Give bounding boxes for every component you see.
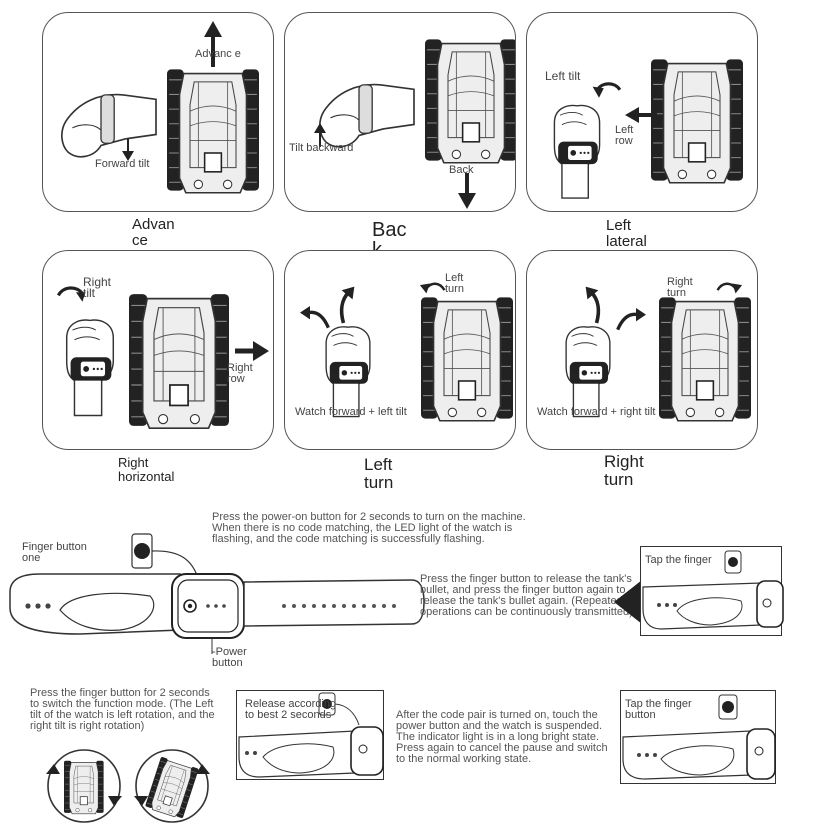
arrow-left-icon xyxy=(625,107,657,123)
label-left-tilt: Left tilt xyxy=(545,69,581,83)
strap-detail-illustration xyxy=(238,692,384,778)
arrow-right-icon xyxy=(235,341,269,361)
tap-finger-box: Tap the finger xyxy=(640,546,784,636)
curve-arrow-up-icon xyxy=(339,286,355,324)
arrow-up-icon xyxy=(204,21,222,67)
arrow-up-icon xyxy=(314,123,326,147)
label-right-row: Right row xyxy=(227,362,253,385)
caption-right-horizontal: Right horizontal xyxy=(118,455,175,484)
tank-illustration xyxy=(650,58,744,184)
label-left-row: Left row xyxy=(615,124,634,147)
label-watch-forward-right-tilt: Watch forward + right tilt xyxy=(537,406,656,418)
label-right-tilt: Right tilt xyxy=(83,275,112,300)
rotate-left-mode-illustration xyxy=(46,749,122,823)
label-advance-direction: Advanc e xyxy=(195,48,241,60)
hand-fist-illustration xyxy=(553,104,601,199)
rotate-right-icon xyxy=(56,286,86,302)
tank-illustration xyxy=(128,293,230,430)
label-watch-forward-left-tilt: Watch forward + left tilt xyxy=(295,406,407,418)
release-box: Release according to best 2 seconds xyxy=(236,690,384,780)
mode-switch-instructions: Press the finger button for 2 seconds to… xyxy=(30,687,215,732)
label-tap-the-finger: Tap the finger xyxy=(645,554,712,566)
rotate-right-mode-illustration xyxy=(134,749,210,823)
rotate-left-icon xyxy=(592,82,622,98)
label-release-best-2-seconds: Release according to best 2 seconds xyxy=(245,698,337,721)
label-forward-tilt: Forward tilt xyxy=(95,158,150,170)
panel-right-horizontal: Right tilt Right row xyxy=(42,250,274,450)
label-back-direction: Back xyxy=(449,164,474,176)
panel-left-lateral: Left tilt Left row xyxy=(526,12,758,212)
caption-advance: Advan ce xyxy=(132,216,175,249)
label-finger-button-one: Finger button one xyxy=(22,541,87,564)
tank-illustration xyxy=(658,296,752,422)
power-on-instructions: Press the power-on button for 2 seconds … xyxy=(212,511,526,545)
label-power-button: -Power button xyxy=(212,646,247,669)
panel-advance: Advanc e Forward tilt xyxy=(42,12,274,212)
strap-detail-illustration xyxy=(622,694,776,780)
caption-right-turn: Right turn xyxy=(604,452,644,489)
tank-illustration xyxy=(166,68,260,194)
rotate-right-icon xyxy=(716,282,743,294)
arrow-down-icon xyxy=(458,173,476,209)
panel-back: Tilt backward Back xyxy=(284,12,516,212)
panel-right-turn: Right turn Watch forward + right tilt xyxy=(526,250,758,450)
tap-finger-button-box: Tap the finger button xyxy=(620,690,776,784)
tank-illustration xyxy=(424,38,515,164)
watch-strap-illustration xyxy=(9,533,425,654)
rotate-left-icon xyxy=(419,282,446,294)
suspend-instructions: After the code pair is turned on, touch … xyxy=(396,709,608,765)
curve-arrow-left-icon xyxy=(300,306,330,329)
caption-left-lateral: Left lateral xyxy=(606,217,647,250)
label-tap-the-finger-button: Tap the finger button xyxy=(625,698,692,721)
caption-left-turn: Left turn xyxy=(364,455,394,492)
bullet-release-instructions: Press the finger button to release the t… xyxy=(420,573,633,618)
hand-forward-tilt-illustration xyxy=(60,93,157,158)
arrow-down-icon xyxy=(122,139,134,161)
panel-left-turn: Left turn Watch forward + left tilt xyxy=(284,250,516,450)
label-left-turn: Left turn xyxy=(445,272,464,295)
hand-fist-illustration xyxy=(65,319,115,417)
label-right-turn: Right turn xyxy=(667,276,693,299)
curve-arrow-right-icon xyxy=(616,308,646,331)
label-tilt-backward: Tilt backward xyxy=(289,142,354,154)
tank-illustration xyxy=(420,296,514,422)
curve-arrow-up-icon xyxy=(585,286,601,324)
strap-detail-illustration xyxy=(642,550,784,630)
pointer-arrow-icon xyxy=(614,580,642,624)
